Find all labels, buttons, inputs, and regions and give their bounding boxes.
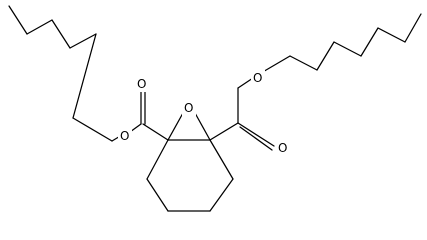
bond bbox=[26, 19, 53, 35]
carbonyl-oxygen-left-label: O bbox=[137, 77, 146, 91]
bond bbox=[8, 5, 28, 35]
right-pentyl-chain bbox=[289, 13, 422, 71]
label-background bbox=[251, 70, 265, 86]
ester-oxygen-right-label: O bbox=[253, 71, 262, 85]
bond bbox=[237, 77, 254, 89]
bond bbox=[260, 55, 291, 74]
bond bbox=[377, 27, 406, 43]
label-background bbox=[135, 76, 149, 92]
bond bbox=[316, 41, 335, 71]
bond bbox=[360, 27, 379, 57]
carbonyl-oxygen-right-label: O bbox=[278, 141, 287, 155]
bond bbox=[404, 13, 422, 43]
atom-labels: O O O O O bbox=[118, 70, 290, 156]
bond bbox=[167, 112, 184, 141]
epoxide-oxygen-label: O bbox=[184, 101, 193, 115]
bond bbox=[289, 55, 318, 71]
carbonyl-bond bbox=[237, 122, 275, 147]
label-background bbox=[118, 127, 132, 143]
label-background bbox=[182, 100, 196, 116]
carbonyl-bond bbox=[239, 126, 273, 151]
bond bbox=[209, 139, 234, 180]
bond bbox=[51, 19, 71, 49]
bond bbox=[69, 33, 97, 49]
right-ester-group bbox=[209, 55, 291, 151]
cyclohexane-ring bbox=[146, 139, 234, 212]
bond bbox=[146, 178, 169, 212]
left-pentyl-chain bbox=[8, 5, 113, 142]
chemical-structure: O O O O O bbox=[8, 5, 422, 212]
bond bbox=[209, 178, 234, 212]
bond bbox=[72, 117, 113, 142]
bond bbox=[333, 41, 362, 57]
bond bbox=[142, 123, 169, 141]
bond bbox=[194, 112, 211, 141]
bond bbox=[72, 33, 97, 119]
bond bbox=[146, 139, 169, 180]
bond bbox=[209, 122, 239, 141]
epoxide-ring bbox=[167, 112, 211, 141]
ester-oxygen-left-label: O bbox=[120, 129, 129, 143]
label-background bbox=[276, 140, 290, 156]
